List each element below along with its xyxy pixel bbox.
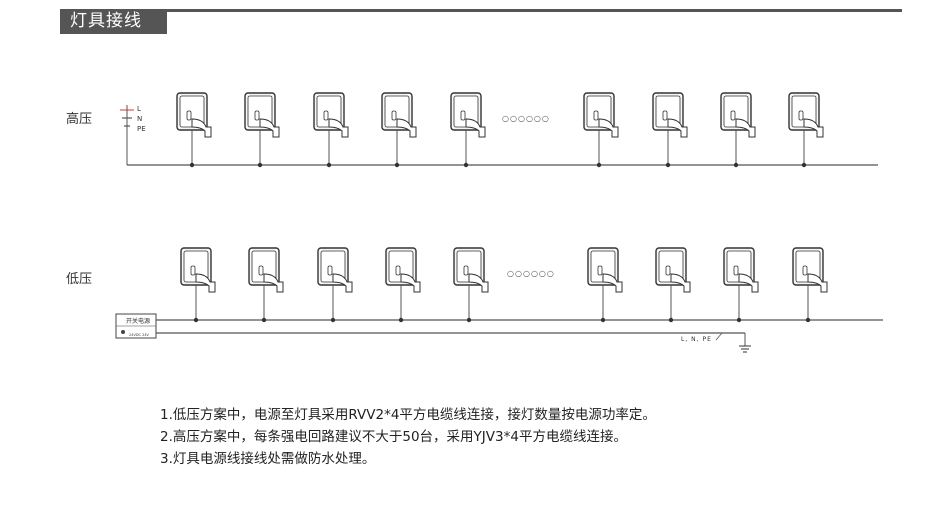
power-box-label: 开关电源 [126, 317, 150, 325]
light-fixture-icon [652, 92, 688, 168]
note-item: 1.低压方案中，电源至灯具采用RVV2*4平方电缆线连接，接灯数量按电源功率定。 [160, 407, 656, 423]
light-fixture-icon [792, 247, 828, 323]
ellipsis-marker-high: ○○○○○○ [502, 114, 550, 123]
terminal-label-pe: PE [137, 125, 146, 133]
light-fixture-icon [720, 92, 756, 168]
light-fixture-icon [180, 247, 216, 323]
light-fixture-icon [583, 92, 619, 168]
terminal-label-l: L [137, 105, 141, 113]
note-item: 2.高压方案中，每条强电回路建议不大于50台，采用YJV3*4平方电缆线连接。 [160, 429, 627, 445]
ground-symbol-icon [715, 332, 751, 353]
light-fixture-icon [655, 247, 691, 323]
light-fixture-icon [587, 247, 623, 323]
light-fixture-icon [244, 92, 280, 168]
terminal-label-n: N [137, 115, 142, 123]
ellipsis-marker-low: ○○○○○○ [507, 269, 555, 278]
row-label-low-voltage: 低压 [66, 272, 93, 287]
light-fixture-icon [317, 247, 353, 323]
high-voltage-row: L N PE ○○○○○○ [120, 92, 878, 168]
section-title: 灯具接线 [60, 9, 167, 34]
bus-label-lnpe: L, N, PE [681, 336, 712, 343]
light-fixture-icon [450, 92, 486, 168]
row-label-high-voltage: 高压 [66, 112, 93, 127]
low-voltage-row: 开关电源 24VDC 24V L, N, PE ○○○○○○ [115, 247, 883, 353]
switching-power-supply-box: 开关电源 24VDC 24V [115, 313, 157, 339]
note-item: 3.灯具电源线接线处需做防水处理。 [160, 451, 376, 467]
light-fixture-icon [313, 92, 349, 168]
ground-symbol-icon [120, 105, 134, 165]
section-header-rule [60, 9, 902, 12]
light-fixture-icon [385, 247, 421, 323]
power-box-spec: 24VDC 24V [129, 333, 150, 337]
light-fixture-icon [453, 247, 489, 323]
light-fixture-icon [248, 247, 284, 323]
light-fixture-icon [723, 247, 759, 323]
light-fixture-icon [381, 92, 417, 168]
notes-list: 1.低压方案中，电源至灯具采用RVV2*4平方电缆线连接，接灯数量按电源功率定。… [160, 404, 656, 470]
light-fixture-icon [176, 92, 212, 168]
light-fixture-icon [788, 92, 824, 168]
